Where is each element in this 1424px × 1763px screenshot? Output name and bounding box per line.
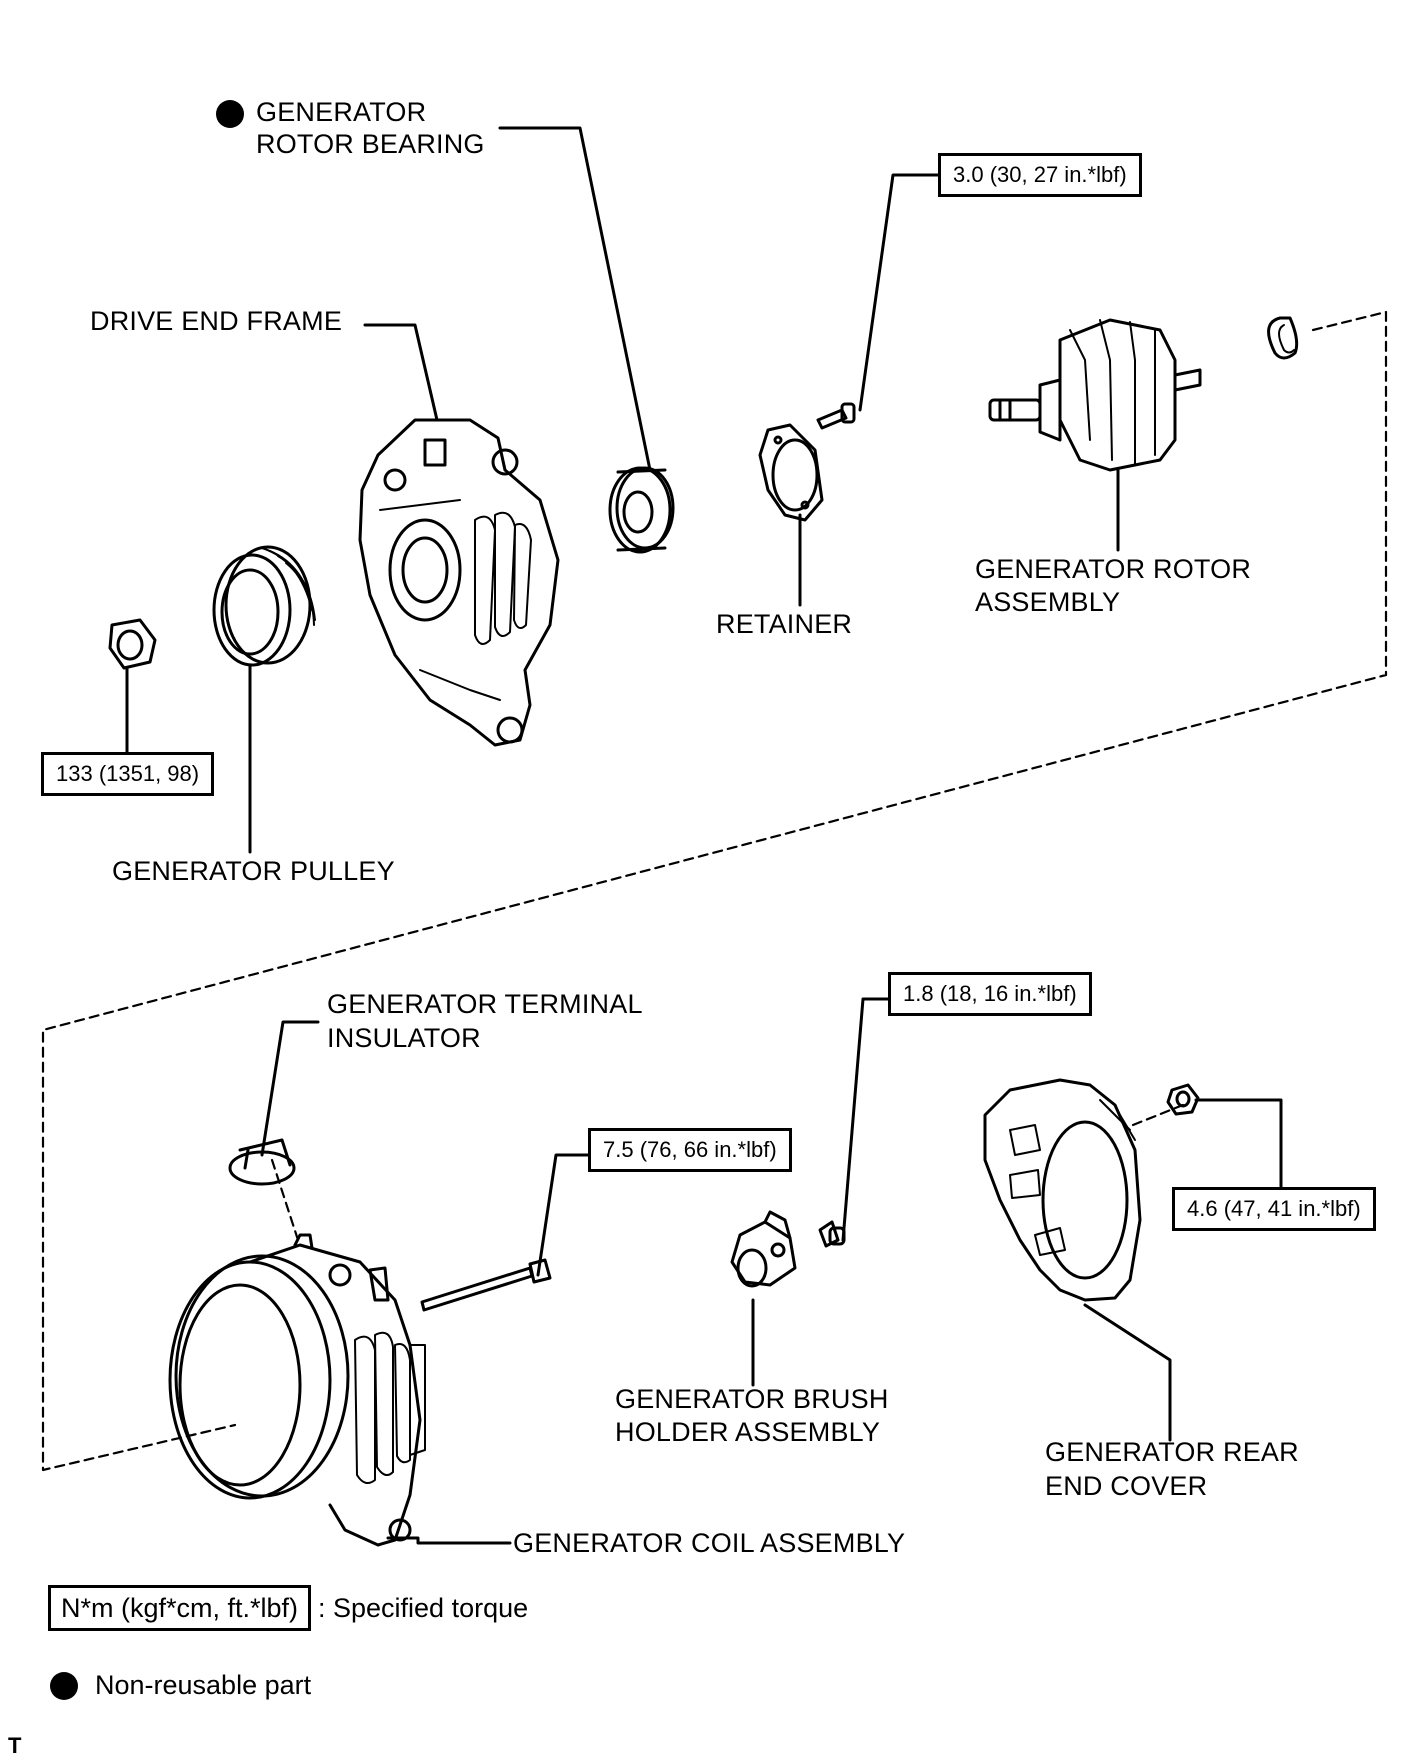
- label-generator-rear-end-cover-2: END COVER: [1045, 1471, 1208, 1501]
- label-generator-terminal-insulator-1: GENERATOR TERMINAL: [327, 989, 643, 1019]
- legend-torque-desc: : Specified torque: [318, 1593, 529, 1623]
- legend-non-reusable: Non-reusable part: [95, 1670, 312, 1700]
- label-generator-rotor-bearing-1: GENERATOR: [256, 97, 427, 127]
- label-drive-end-frame: DRIVE END FRAME: [90, 306, 343, 336]
- legend-torque-unit-box: N*m (kgf*cm, ft.*lbf): [48, 1585, 312, 1631]
- rear-cover-nut-drawing: [1166, 1083, 1200, 1116]
- through-bolt-drawing: [420, 1258, 552, 1312]
- label-generator-brush-holder-assembly-1: GENERATOR BRUSH: [615, 1384, 889, 1414]
- rotor-assembly-drawing: [988, 318, 1202, 472]
- label-generator-rear-end-cover-1: GENERATOR REAR: [1045, 1437, 1299, 1467]
- brush-holder-drawing: [730, 1210, 797, 1288]
- leader-lines: [125, 126, 1283, 1545]
- label-generator-terminal-insulator-2: INSULATOR: [327, 1023, 481, 1053]
- label-generator-rotor-bearing-2: ROTOR BEARING: [256, 129, 485, 159]
- torque-brush-holder-screw: 1.8 (18, 16 in.*lbf): [888, 972, 1092, 1016]
- spring-clip-drawing: [1267, 316, 1299, 360]
- generator-pulley-drawing: [212, 545, 316, 667]
- legend-non-reusable-dot-icon: [50, 1672, 78, 1700]
- label-retainer: RETAINER: [716, 609, 853, 639]
- label-generator-coil-assembly: GENERATOR COIL ASSEMBLY: [513, 1528, 906, 1558]
- dashed-alignment-lines: [41, 310, 1388, 1472]
- label-generator-rotor-assembly-2: ASSEMBLY: [975, 587, 1121, 617]
- label-generator-pulley: GENERATOR PULLEY: [112, 856, 395, 886]
- label-generator-brush-holder-assembly-2: HOLDER ASSEMBLY: [615, 1417, 881, 1447]
- drive-end-frame-drawing: [358, 418, 560, 747]
- torque-through-bolt: 7.5 (76, 66 in.*lbf): [588, 1128, 792, 1172]
- corner-mark: T: [8, 1733, 22, 1758]
- retainer-screw-drawing: [816, 402, 856, 430]
- torque-pulley-nut: 133 (1351, 98): [41, 752, 215, 796]
- coil-assembly-drawing: [168, 1233, 426, 1547]
- torque-rear-cover-nut: 4.6 (47, 41 in.*lbf): [1172, 1187, 1376, 1231]
- brush-holder-screw-drawing: [818, 1220, 846, 1248]
- label-generator-rotor-assembly-1: GENERATOR ROTOR: [975, 554, 1252, 584]
- pulley-nut-drawing: [108, 618, 157, 670]
- retainer-drawing: [758, 423, 824, 522]
- non-reusable-dot-icon: [216, 100, 244, 128]
- rotor-bearing-drawing: [608, 466, 675, 554]
- rear-end-cover-drawing: [983, 1078, 1142, 1302]
- terminal-insulator-drawing: [228, 1138, 296, 1186]
- torque-retainer-screw: 3.0 (30, 27 in.*lbf): [938, 153, 1142, 197]
